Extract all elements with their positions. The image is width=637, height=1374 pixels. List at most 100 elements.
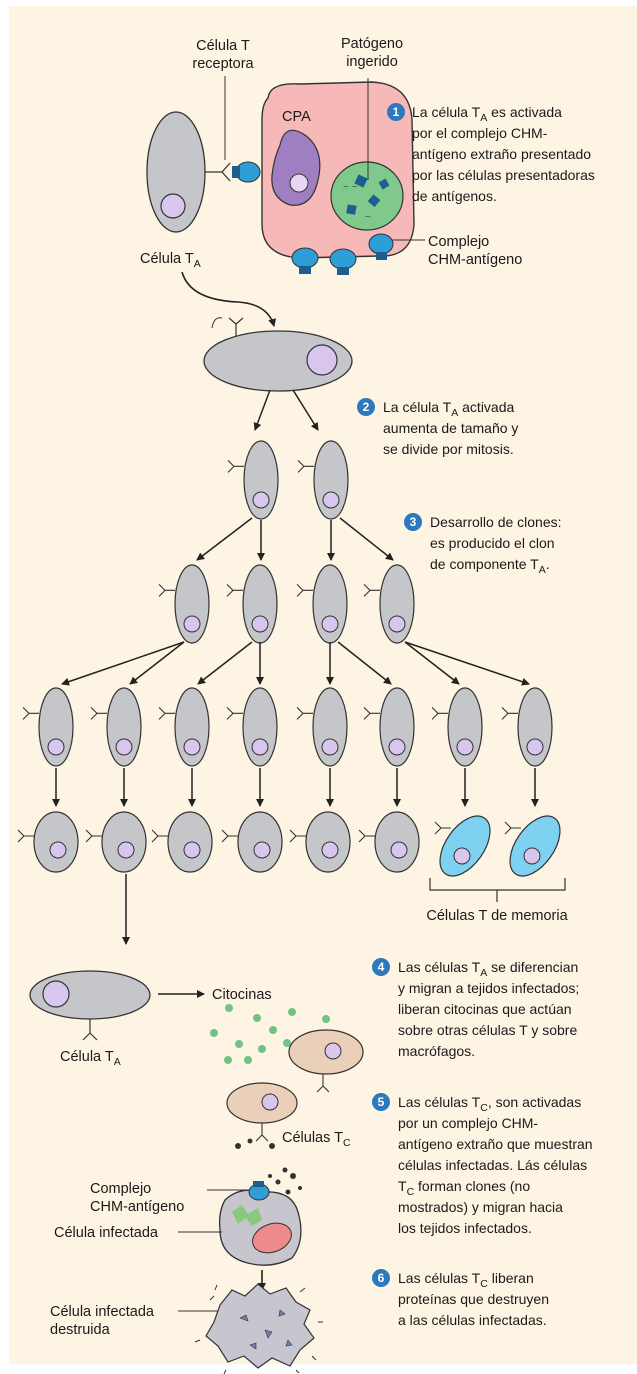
step-2-line3: se divide por mitosis.	[383, 441, 514, 457]
step-3: 3 Desarrollo de clones: es producido el …	[404, 513, 562, 576]
destroyed-infected-cell	[195, 1284, 323, 1374]
step-4-line5: macrófagos.	[398, 1043, 475, 1059]
cytokine-dot-8	[258, 1045, 266, 1053]
clone-cell-gen3-4	[227, 688, 277, 766]
clone-cell-gen3-2	[91, 688, 141, 766]
clone-arrow-3-3	[198, 642, 252, 684]
effector-precursor-5	[290, 812, 350, 872]
step-3-line1: Desarrollo de clones:	[430, 514, 562, 530]
step-5: 5 Las células TC, son activadas por un c…	[372, 1093, 593, 1236]
pathogen-label-line1: Patógeno	[341, 36, 403, 52]
complex-label-line1: Complejo	[428, 234, 489, 250]
step-4-line4: sobre otras células T y sobre	[398, 1022, 577, 1038]
clone-cell-gen2-1	[159, 565, 209, 643]
clone-cell-gen3-3	[159, 688, 209, 766]
complex2-label-line1: Complejo	[90, 1181, 151, 1197]
step-1-line4: por las células presentadoras	[412, 167, 595, 183]
clone-cell-gen1-2	[298, 441, 348, 519]
step-3-line2: es producido el clon	[430, 535, 555, 551]
clone-cell-gen3-7	[432, 688, 482, 766]
clone-cell-gen2-4	[364, 565, 414, 643]
step-2-line2: aumenta de tamaño y	[383, 420, 518, 436]
step-5-line4: células infectadas. Lás células	[398, 1157, 587, 1173]
memory-cells-label: Células T de memoria	[426, 908, 568, 924]
clone-arrow-3-2	[130, 642, 184, 684]
effector-precursor-6	[359, 812, 419, 872]
destroyed-label-line1: Célula infectada	[50, 1304, 155, 1320]
svg-text:~: ~	[365, 212, 371, 223]
step-5-line2: por un complejo CHM-	[398, 1115, 538, 1131]
effector-t-helper-cell	[30, 971, 150, 1040]
step-5-line7: los tejidos infectados.	[398, 1220, 532, 1236]
step-2: 2 La célula TA activada aumenta de tamañ…	[357, 398, 518, 457]
step-5-line6: mostrados) y migran hacia	[398, 1199, 563, 1215]
clone-arrow-3-7	[405, 642, 459, 684]
cytokine-dot-12	[224, 1056, 232, 1064]
effector-precursor-2	[86, 812, 146, 872]
svg-text:1: 1	[393, 105, 400, 119]
step-2-line1: La célula TA activada	[383, 399, 514, 419]
clone-cell-gen3-5	[297, 688, 347, 766]
memory-cells-bracket	[430, 878, 565, 902]
cell-ta-label: Célula TA	[140, 251, 201, 270]
t-helper-cell-initial	[147, 112, 230, 232]
clone-cell-gen2-2	[227, 565, 277, 643]
cell-ta-label-2: Célula TA	[60, 1049, 121, 1068]
receptor-label-line1: Célula T	[196, 38, 250, 54]
clone-arrow-1a	[197, 518, 252, 560]
cytokines-label: Citocinas	[212, 987, 272, 1003]
complex-label-line2: CHM-antígeno	[428, 252, 522, 268]
step-5-line3: antígeno extraño que muestran	[398, 1136, 593, 1152]
svg-text:4: 4	[378, 960, 385, 974]
step-4-line1: Las células TA se diferencian	[398, 959, 578, 979]
step-3-line3: de componente TA.	[430, 556, 550, 576]
clone-arrow-3-6	[338, 642, 391, 684]
activated-t-helper-cell	[204, 318, 352, 391]
infected-cell-label: Célula infectada	[54, 1225, 159, 1241]
cytokine-dot-10	[244, 1056, 252, 1064]
step-1-line2: por el complejo CHM-	[412, 125, 548, 141]
complex2-label-line2: CHM-antígeno	[90, 1199, 184, 1215]
division-arrow-right	[293, 390, 318, 430]
step-4-line2: y migran a tejidos infectados;	[398, 980, 579, 996]
antigen-presenting-cell: ~ ~ ~	[232, 82, 414, 275]
step-4-line3: liberan citocinas que actúan	[398, 1001, 572, 1017]
pathogen-label-line2: ingerido	[346, 54, 398, 70]
step-6-line2: proteínas que destruyen	[398, 1291, 549, 1307]
clone-cells-layer	[18, 441, 570, 885]
step-1: 1 La célula TA es activada por el comple…	[387, 103, 595, 204]
step-6-line3: a las células infectadas.	[398, 1312, 547, 1328]
step-5-line1: Las células TC, son activadas	[398, 1094, 581, 1114]
cytotoxic-t-cells	[227, 1030, 363, 1141]
cytokine-dot-7	[235, 1040, 243, 1048]
step-1-line5: de antígenos.	[412, 188, 497, 204]
destroyed-label-line2: destruida	[50, 1322, 111, 1338]
step-6: 6 Las células TC liberan proteínas que d…	[372, 1269, 549, 1328]
step-1-line3: antígeno extraño presentado	[412, 146, 591, 162]
memory-cell-2	[500, 807, 570, 884]
cytokine-dot-4	[269, 1026, 277, 1034]
cytokine-dot-5	[288, 1008, 296, 1016]
clone-cell-gen2-3	[297, 565, 347, 643]
svg-text:5: 5	[378, 1095, 385, 1109]
effector-precursor-4	[222, 812, 282, 872]
effector-precursor-1	[18, 812, 78, 872]
cytokine-dot-6	[322, 1015, 330, 1023]
clone-cell-gen3-8	[502, 688, 552, 766]
clone-cell-gen1-1	[228, 441, 278, 519]
cytokine-dot-3	[253, 1014, 261, 1022]
clone-cell-gen3-1	[23, 688, 73, 766]
step-4: 4 Las células TA se diferencian y migran…	[372, 958, 579, 1059]
step-6-line1: Las células TC liberan	[398, 1270, 534, 1290]
clone-arrow-3-1	[62, 642, 184, 684]
svg-text:3: 3	[410, 515, 417, 529]
step-1-line1: La célula TA es activada	[412, 104, 562, 124]
cytokine-dot-2	[210, 1029, 218, 1037]
svg-text:6: 6	[378, 1271, 385, 1285]
clone-arrow-3-8	[405, 642, 529, 684]
apc-label: CPA	[282, 109, 311, 125]
receptor-label-line2: receptora	[192, 56, 254, 72]
step-5-line5: TC forman clones (no	[398, 1178, 530, 1198]
